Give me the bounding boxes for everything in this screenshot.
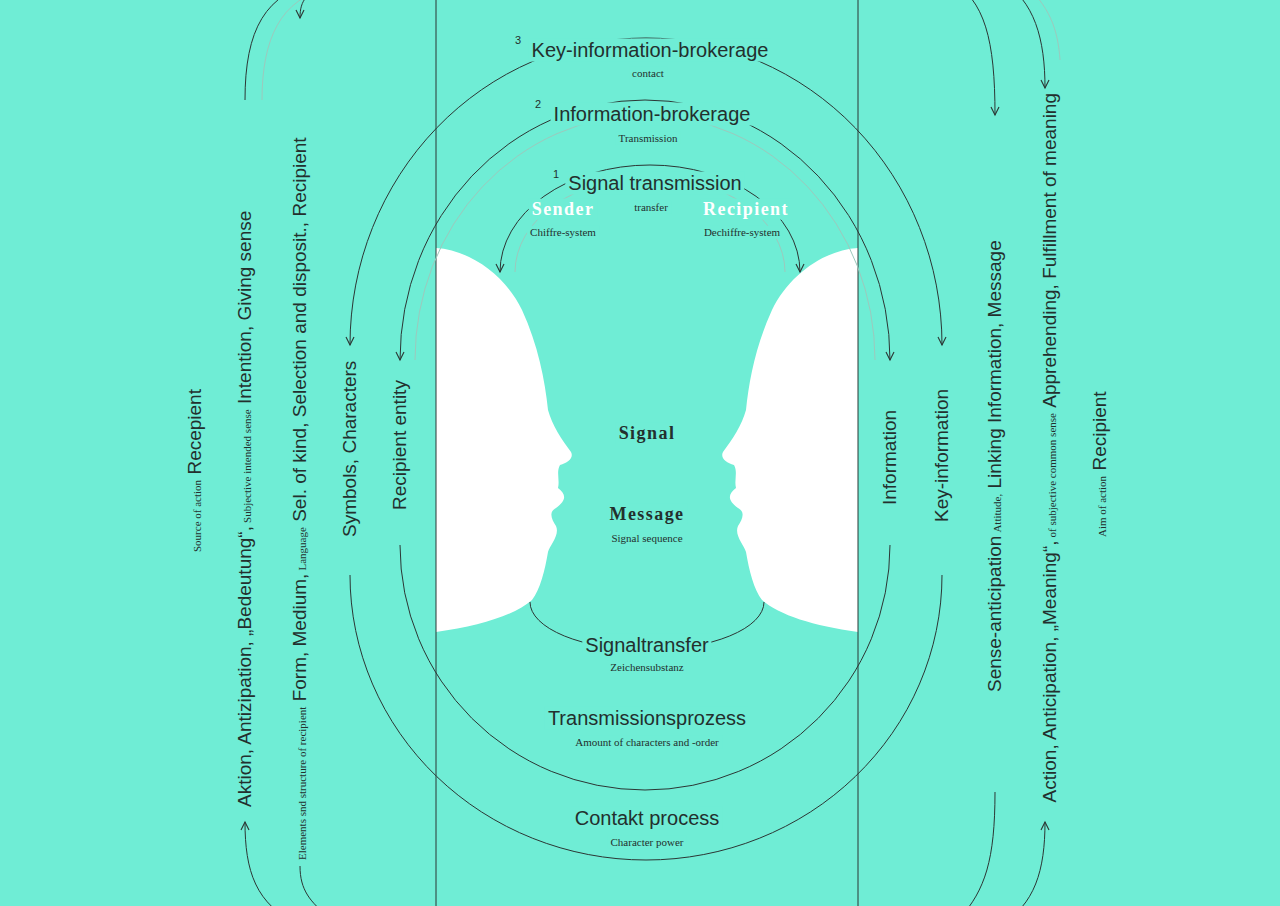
outer-loop — [300, 0, 335, 18]
column-text: Aktion, Antizipation, „Bedeutung“, — [234, 526, 255, 807]
face-silhouettes — [436, 248, 858, 632]
text-column: Elements snd structure of recipient Form,… — [288, 137, 314, 860]
outer-loop — [1020, 0, 1060, 60]
outer-loop — [300, 866, 330, 906]
diagram-label: Signal sequence — [608, 532, 685, 545]
column-text: Recepient — [184, 389, 205, 475]
information-arc — [400, 100, 890, 360]
text-column: Sense-anticipation Attitude, Linking Infor… — [983, 240, 1009, 692]
column-note: Language — [296, 527, 308, 570]
diagram-label: contact — [629, 67, 667, 80]
column-note: Source of action — [191, 480, 203, 552]
diagram-label: Signaltransfer — [582, 634, 711, 657]
outer-loop — [960, 792, 995, 906]
column-note: Subjective intended sense — [241, 409, 253, 523]
column-note: Elements snd structure of recipient — [296, 707, 308, 860]
key-information-arc — [350, 38, 942, 345]
text-column: Key-information — [930, 389, 955, 522]
face-silhouette — [722, 248, 858, 632]
column-text: Form, Medium, — [289, 574, 310, 702]
column-text: Recipient — [1089, 391, 1110, 470]
diagram-label: Transmission — [616, 132, 681, 145]
diagram-label: Sender — [529, 199, 598, 220]
column-text: Information — [879, 410, 900, 505]
diagram-label: Chiffre-system — [527, 226, 599, 239]
diagram-label: Recipient — [700, 199, 792, 220]
outer-loop — [245, 822, 300, 906]
contact-arc — [350, 575, 942, 860]
text-column: Aim of action Recipient — [1088, 391, 1114, 537]
diagram-label: Signal transmission — [565, 172, 744, 195]
text-column: Source of action Recepient — [183, 389, 209, 552]
column-text: Intention, Giving sense — [234, 211, 255, 404]
outer-loop — [1000, 822, 1045, 906]
diagram-label: Amount of characters and -order — [572, 736, 722, 749]
diagram-label: Information-brokerage — [551, 103, 754, 126]
shadow-arc — [415, 115, 875, 360]
diagram-label: Dechiffre-system — [701, 226, 783, 239]
column-text: Symbols, Characters — [339, 361, 360, 537]
column-text: Apprehending, Fulfillment of meaning — [1039, 93, 1060, 408]
diagram-label: transfer — [631, 201, 671, 214]
diagram-label: Character power — [608, 836, 687, 849]
divider-line — [858, 0, 859, 906]
text-column: Recipient entity — [388, 380, 413, 510]
diagram-label: Key-information-brokerage — [529, 39, 772, 62]
diagram-label: Message — [606, 504, 687, 525]
text-column: Information — [878, 410, 903, 505]
face-silhouette — [436, 248, 572, 632]
diagram-label: Zeichensubstanz — [607, 661, 686, 674]
column-note: Aim of action — [1096, 476, 1108, 537]
divider-line — [436, 0, 437, 906]
diagram-label: Transmissionsprozess — [545, 707, 749, 730]
column-text: Key-information — [931, 389, 952, 522]
outer-loop — [262, 0, 330, 100]
column-text: Sense-anticipation — [984, 536, 1005, 692]
callout-number: 1 — [552, 168, 560, 181]
column-note: of subjective common sense — [1046, 413, 1058, 537]
column-note: Attitude, — [991, 494, 1003, 533]
text-column: Aktion, Antizipation, „Bedeutung“, Subjec… — [233, 211, 259, 807]
diagram-label: Signal — [616, 423, 679, 444]
text-column: Symbols, Characters — [338, 361, 363, 537]
signal-arc — [500, 165, 800, 272]
column-text: Sel. of kind, Selection and disposit., R… — [289, 137, 310, 521]
outer-loop — [1000, 0, 1045, 88]
column-text: Linking Information, Message — [984, 240, 1005, 488]
outer-loop — [245, 0, 320, 100]
outer-loop — [950, 0, 995, 115]
text-column: Action, Anticipation, „Meaning“, of subje… — [1038, 93, 1064, 808]
callout-number: 3 — [514, 34, 522, 47]
transmission-arc — [400, 545, 890, 790]
column-text: Recipient entity — [389, 380, 410, 510]
diagram-label: Contakt process — [572, 807, 723, 830]
column-text: Action, Anticipation, „Meaning“, — [1039, 540, 1060, 802]
callout-number: 2 — [534, 98, 542, 111]
